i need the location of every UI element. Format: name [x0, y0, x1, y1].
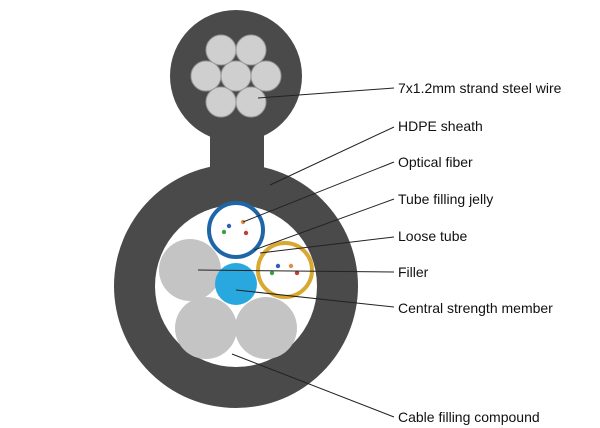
- steel-wire: [250, 60, 282, 92]
- central-strength-member: [215, 263, 257, 305]
- label-steel-wire: 7x1.2mm strand steel wire: [398, 80, 562, 96]
- loose-tube-ring: [256, 241, 314, 299]
- label-tube-filling-jelly: Tube filling jelly: [398, 191, 493, 207]
- optical-fiber: [221, 229, 227, 235]
- leader-tube-filling-jelly: [253, 198, 395, 251]
- steel-wire: [220, 60, 252, 92]
- labels: 7x1.2mm strand steel wire HDPE sheath Op…: [398, 80, 562, 425]
- leader-lines: [197, 87, 395, 418]
- steel-wire: [205, 34, 237, 66]
- leader-loose-tube: [259, 236, 395, 254]
- leader-cable-filling-compound: [231, 353, 395, 418]
- filler: [159, 239, 221, 301]
- optical-fiber: [226, 223, 232, 229]
- label-optical-fiber: Optical fiber: [398, 154, 473, 170]
- label-cable-filling-compound: Cable filling compound: [398, 409, 540, 425]
- optical-fiber: [275, 263, 281, 269]
- steel-wire: [190, 60, 222, 92]
- main-cable-section: [114, 164, 358, 408]
- leader-steel-wire: [257, 87, 395, 99]
- filler: [235, 297, 297, 359]
- loose-tube-blue: [207, 201, 265, 259]
- leader-central-strength-member: [235, 289, 395, 308]
- steel-wire-strand: [190, 34, 282, 118]
- steel-wire: [235, 34, 267, 66]
- leader-filler: [197, 269, 395, 273]
- label-loose-tube: Loose tube: [398, 228, 467, 244]
- label-filler: Filler: [398, 264, 429, 280]
- loose-tube-ring: [207, 201, 265, 259]
- label-hdpe-sheath: HDPE sheath: [398, 118, 483, 134]
- filler: [175, 297, 237, 359]
- optical-fiber: [294, 270, 300, 276]
- steel-wire: [205, 86, 237, 118]
- optical-fiber: [243, 230, 249, 236]
- label-central-strength-member: Central strength member: [398, 300, 553, 316]
- optical-fiber: [288, 263, 294, 269]
- steel-wire: [235, 86, 267, 118]
- messenger-section: [170, 10, 302, 174]
- optical-fiber: [269, 270, 275, 276]
- leader-hdpe-sheath: [269, 126, 395, 186]
- leader-optical-fiber: [242, 161, 395, 223]
- loose-tube-yellow: [256, 241, 314, 299]
